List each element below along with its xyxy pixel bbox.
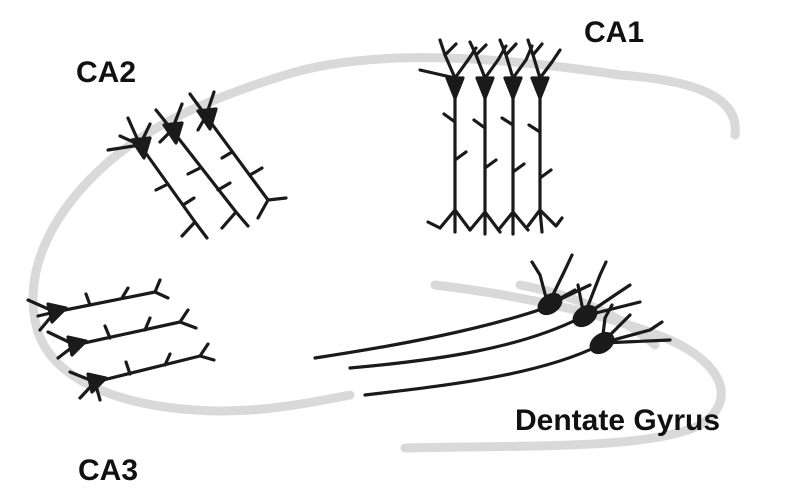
ca2-neuron — [108, 118, 207, 238]
ca3-neuron — [48, 310, 196, 358]
ca2-neuron — [190, 92, 286, 218]
dentate-granule-cell — [315, 255, 590, 358]
ca2-label: CA2 — [76, 56, 136, 89]
cornu-ammonis-outline — [33, 58, 735, 411]
ca3-neuron — [70, 344, 214, 400]
ca1-neuron — [470, 42, 506, 234]
ca3-label: CA3 — [78, 454, 138, 487]
ca2-neuron-group — [108, 92, 286, 238]
ca1-neuron — [500, 40, 532, 234]
hippocampus-outline — [33, 58, 735, 448]
dentate-gyrus-label: Dentate Gyrus — [515, 404, 720, 437]
ca1-neuron — [420, 40, 476, 232]
ca3-neuron-group — [28, 280, 214, 400]
ca1-label: CA1 — [584, 16, 644, 49]
dentate-granule-cell — [365, 305, 670, 395]
